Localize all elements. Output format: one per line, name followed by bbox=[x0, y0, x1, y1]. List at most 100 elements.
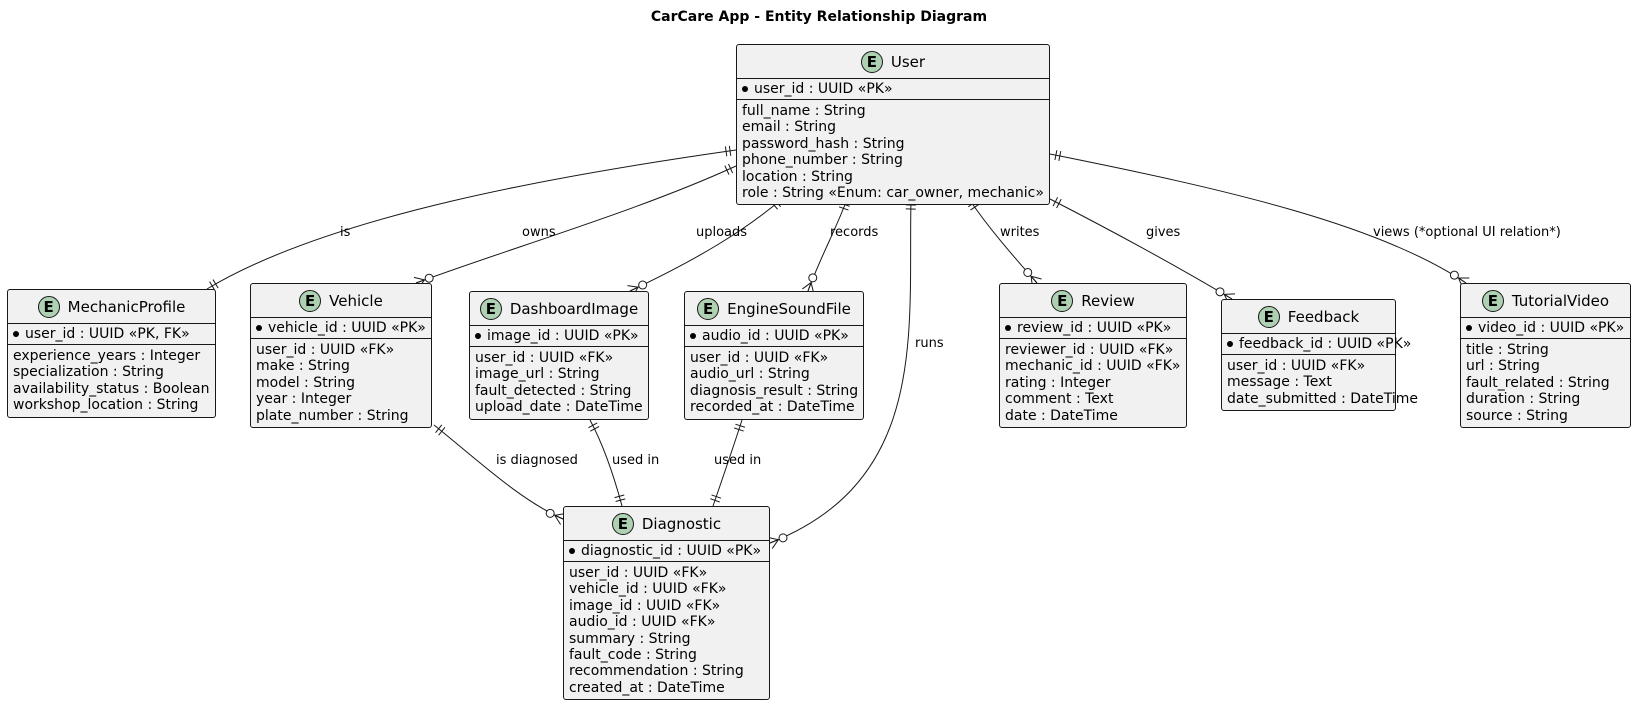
crow-foot-marker bbox=[1030, 275, 1038, 284]
one-marker bbox=[588, 422, 598, 429]
attribute: experience_years : Integer bbox=[13, 348, 201, 364]
attribute: image_id : UUID «FK» bbox=[569, 597, 721, 614]
relation-label-user-dashboard: uploads bbox=[696, 225, 748, 240]
attribute: comment : Text bbox=[1005, 391, 1114, 408]
entity-badge-icon: E bbox=[1481, 289, 1504, 312]
attribute: url : String bbox=[1466, 358, 1540, 375]
one-marker bbox=[615, 498, 626, 502]
entity-name: TutorialVideo bbox=[1511, 291, 1610, 310]
one-marker bbox=[724, 165, 730, 175]
attribute: email : String bbox=[742, 119, 837, 136]
one-marker bbox=[734, 427, 744, 432]
entity-header: E DashboardImage bbox=[470, 292, 648, 326]
entity-name: DashboardImage bbox=[509, 299, 639, 318]
edge-user-mechanic bbox=[206, 149, 737, 290]
one-marker bbox=[1056, 198, 1062, 209]
entity-badge-icon: E bbox=[860, 50, 883, 73]
entity-header: E TutorialVideo bbox=[1461, 284, 1630, 318]
one-marker bbox=[209, 281, 216, 291]
edge-user-tutorial bbox=[1049, 153, 1467, 284]
primary-key-text: review_id : UUID «PK» bbox=[1017, 320, 1172, 336]
relation-label-user-diagnostic: runs bbox=[915, 336, 944, 351]
attribute: summary : String bbox=[569, 630, 691, 647]
attribute: workshop_location : String bbox=[13, 397, 199, 414]
attribute: title : String bbox=[1466, 342, 1549, 358]
one-marker bbox=[710, 498, 720, 503]
attribute: location : String bbox=[742, 168, 853, 185]
primary-key-text: video_id : UUID «PK» bbox=[1478, 320, 1625, 336]
edge-user-diagnostic bbox=[769, 198, 912, 544]
crow-foot-marker bbox=[554, 514, 564, 520]
attribute: image_url : String bbox=[475, 366, 600, 383]
key-dot-icon bbox=[1227, 341, 1233, 347]
key-dot-icon bbox=[742, 86, 748, 92]
attribute: date : DateTime bbox=[1005, 407, 1118, 424]
one-marker bbox=[212, 279, 219, 289]
one-marker bbox=[728, 163, 734, 174]
entity-name: EngineSoundFile bbox=[727, 299, 851, 318]
crow-foot-marker bbox=[413, 276, 425, 281]
crow-foot-marker bbox=[769, 539, 779, 544]
relation-label-user-mechanic: is bbox=[340, 225, 351, 240]
primary-key: image_id : UUID «PK» bbox=[470, 326, 648, 347]
crow-foot-marker bbox=[807, 282, 812, 292]
attribute: user_id : UUID «FK» bbox=[475, 350, 614, 366]
primary-key: feedback_id : UUID «PK» bbox=[1222, 334, 1411, 355]
attribute: user_id : UUID «FK» bbox=[569, 565, 708, 581]
key-dot-icon bbox=[690, 333, 696, 339]
attribute: password_hash : String bbox=[742, 135, 905, 152]
primary-key: video_id : UUID «PK» bbox=[1461, 318, 1630, 339]
attribute: vehicle_id : UUID «FK» bbox=[569, 581, 727, 598]
primary-key-text: audio_id : UUID «PK» bbox=[702, 328, 849, 344]
attribute: fault_related : String bbox=[1466, 374, 1610, 391]
relation-label-engine-diagnostic: used in bbox=[714, 453, 762, 468]
attribute-list: reviewer_id : UUID «FK»mechanic_id : UUI… bbox=[1000, 339, 1186, 427]
attribute: reviewer_id : UUID «FK» bbox=[1005, 342, 1174, 358]
primary-key: vehicle_id : UUID «PK» bbox=[251, 318, 431, 339]
key-dot-icon bbox=[1466, 325, 1472, 331]
attribute: fault_detected : String bbox=[475, 382, 632, 399]
attribute: mechanic_id : UUID «FK» bbox=[1005, 358, 1181, 375]
key-dot-icon bbox=[256, 325, 262, 331]
one-marker bbox=[1054, 150, 1058, 161]
entity-badge-icon: E bbox=[697, 297, 720, 320]
edge-user-vehicle bbox=[415, 165, 737, 284]
entity-name: Feedback bbox=[1287, 307, 1360, 326]
entity-header: E User bbox=[737, 45, 1049, 79]
attribute: phone_number : String bbox=[742, 152, 903, 169]
one-marker bbox=[438, 427, 446, 436]
attribute: model : String bbox=[256, 374, 355, 391]
relation-label-user-vehicle: owns bbox=[522, 225, 556, 240]
attribute: user_id : UUID «FK» bbox=[1227, 358, 1366, 374]
key-dot-icon bbox=[1005, 325, 1011, 331]
crow-foot-marker bbox=[1030, 275, 1042, 280]
edge-user-dashboard bbox=[629, 198, 783, 292]
edge-user-feedback bbox=[1049, 198, 1233, 300]
one-marker bbox=[1052, 197, 1059, 207]
one-marker bbox=[724, 146, 728, 157]
entity-name: Review bbox=[1081, 291, 1135, 310]
relation-label-user-engine: records bbox=[830, 225, 879, 240]
relation-label-dashboard-diagnostic: used in bbox=[612, 453, 660, 468]
zero-marker bbox=[1449, 270, 1459, 280]
entity-name: Vehicle bbox=[329, 291, 383, 310]
crow-foot-marker bbox=[627, 285, 639, 288]
one-marker bbox=[838, 206, 849, 211]
attribute: created_at : DateTime bbox=[569, 679, 725, 696]
primary-key: user_id : UUID «PK, FK» bbox=[8, 324, 215, 345]
entity-name: User bbox=[890, 52, 926, 71]
diagram-title: CarCare App - Entity Relationship Diagra… bbox=[650, 9, 988, 25]
one-marker bbox=[435, 424, 443, 433]
attribute: user_id : UUID «FK» bbox=[690, 350, 829, 366]
attribute: recommendation : String bbox=[569, 663, 744, 680]
entity-badge-icon: E bbox=[479, 297, 502, 320]
